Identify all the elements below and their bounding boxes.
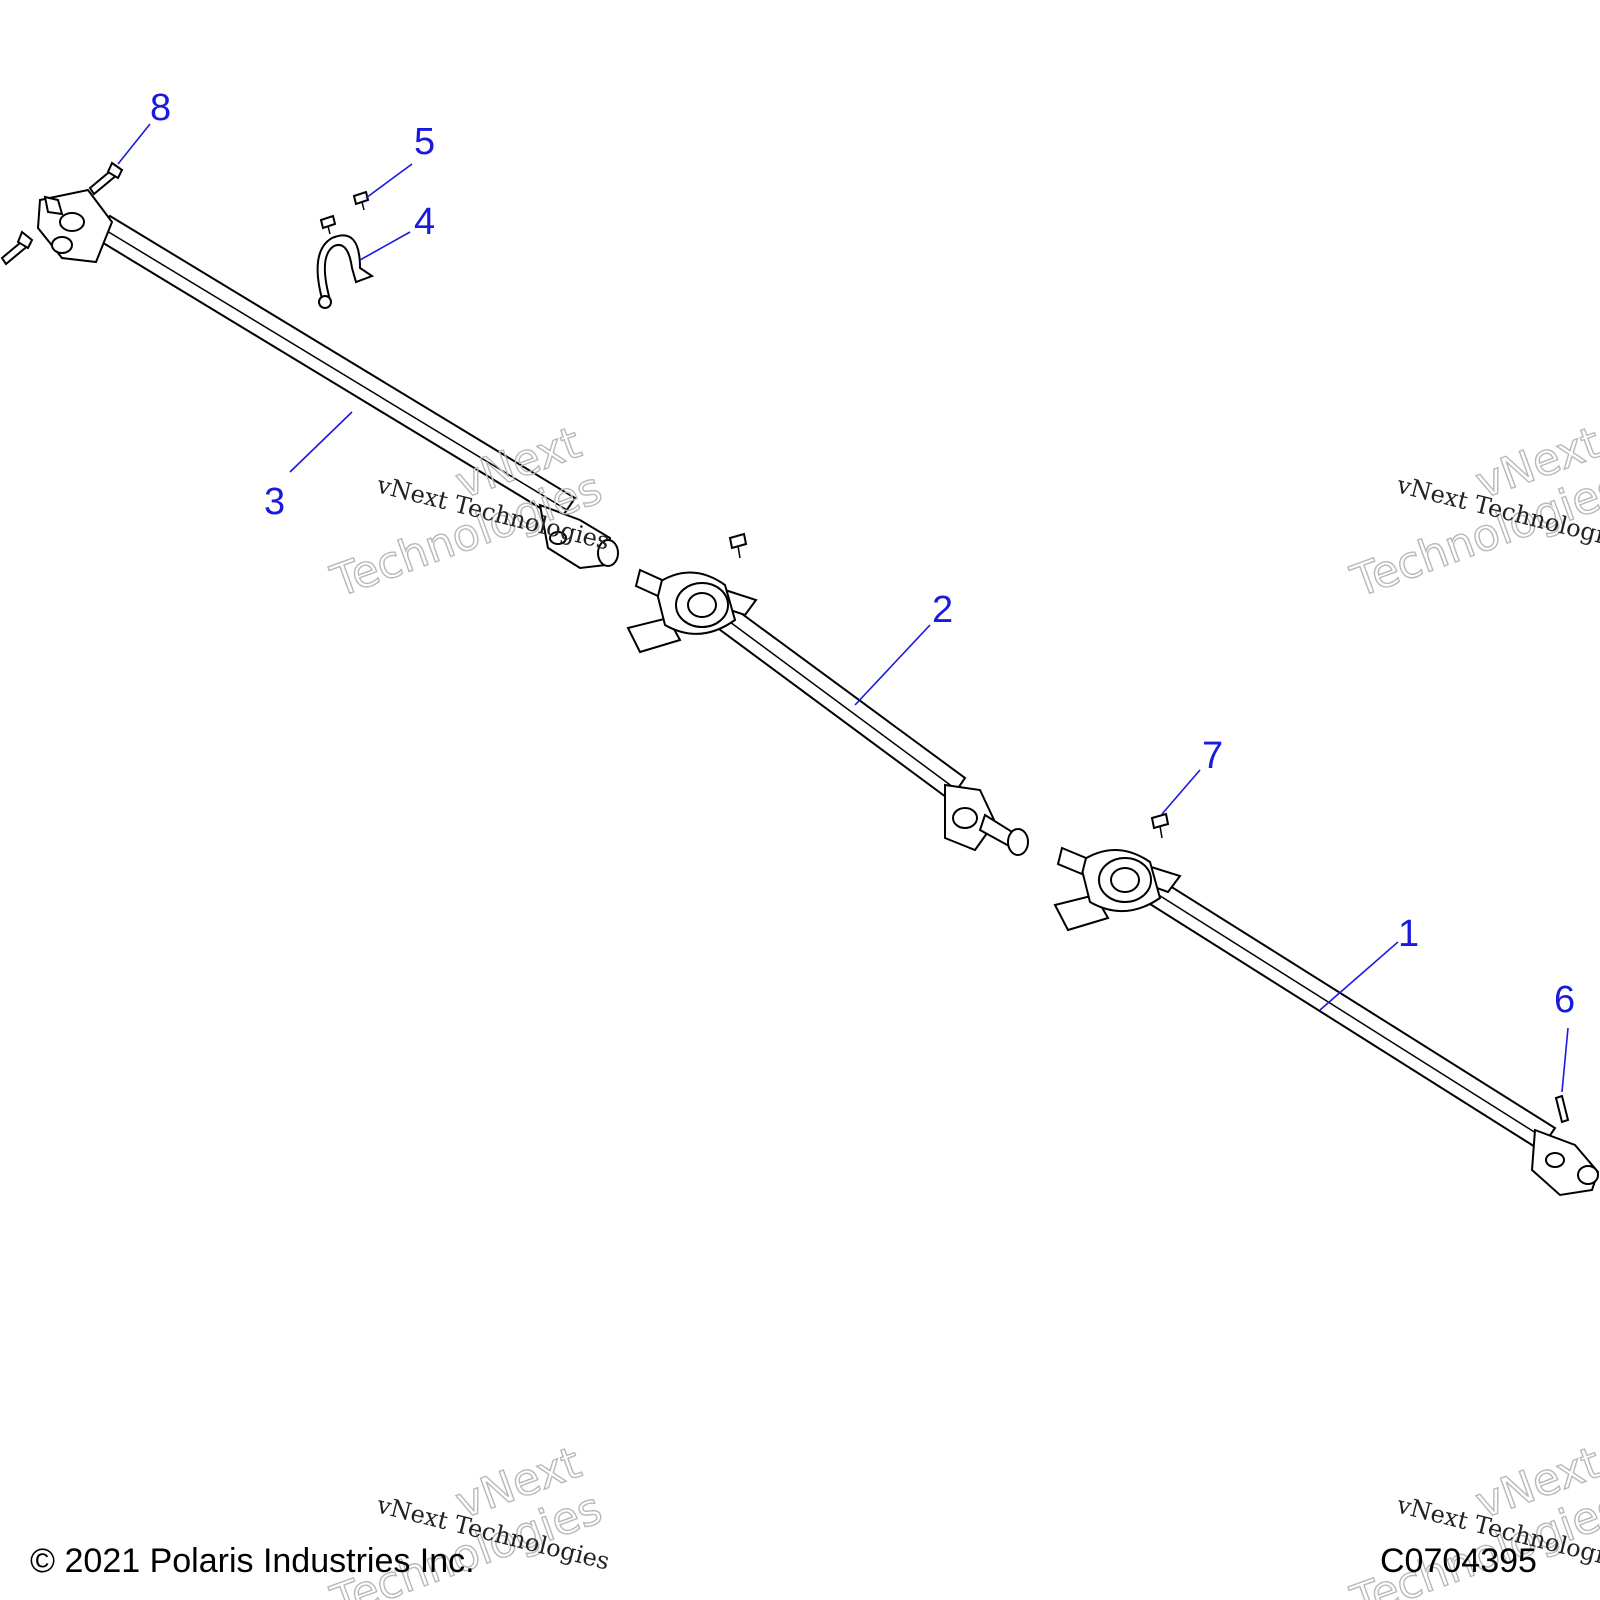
copyright-notice: © 2021 Polaris Industries Inc.	[30, 1542, 475, 1580]
callout-2: 2	[932, 589, 953, 631]
part-7-bolt	[1150, 812, 1170, 839]
part-5-screws	[319, 190, 370, 235]
watermark-top-right: vNext Technologies vNext Technologies	[1344, 417, 1600, 609]
callout-6: 6	[1554, 979, 1575, 1021]
callout-5: 5	[414, 121, 435, 163]
leader-1	[1319, 941, 1399, 1011]
callouts: 1 2 3 4 5 6 7 8	[150, 87, 1575, 1021]
callout-8: 8	[150, 87, 171, 129]
leader-lines	[117, 123, 1569, 1093]
leader-7	[1161, 769, 1201, 815]
leader-4	[359, 231, 411, 261]
leader-3	[289, 411, 353, 473]
leader-6	[1561, 1027, 1569, 1093]
part-4-clamp	[316, 234, 375, 309]
leader-5	[365, 163, 413, 199]
callout-1: 1	[1398, 913, 1419, 955]
callout-7: 7	[1202, 735, 1223, 777]
leader-8	[117, 123, 151, 165]
part-6-pin	[1554, 1094, 1570, 1124]
carrier-bolt-front	[728, 532, 748, 559]
part-2-center-driveshaft	[626, 568, 1029, 856]
figure-code: C0704395	[1380, 1542, 1537, 1580]
callout-4: 4	[414, 201, 435, 243]
part-8-bolts	[0, 161, 124, 266]
part-3-front-driveshaft	[36, 188, 619, 570]
callout-3: 3	[264, 481, 285, 523]
part-1-rear-driveshaft	[1053, 846, 1600, 1197]
leader-2	[854, 624, 931, 706]
